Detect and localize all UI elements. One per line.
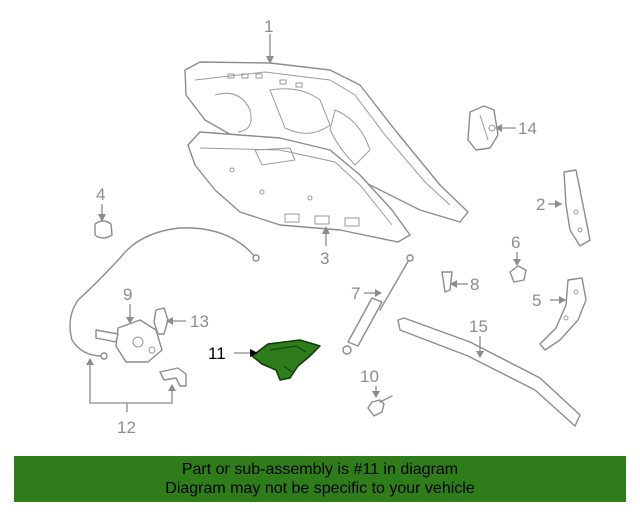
callout-3: 3 [320,249,329,268]
callout-9: 9 [123,285,132,304]
callout-12: 12 [117,418,136,437]
part-4-bumper [94,220,113,239]
callout-11-arrowhead [250,349,258,357]
banner-line-part: Part or sub-assembly is #11 in diagram [181,461,459,478]
part-15-seal [397,317,581,427]
callout-6: 6 [511,233,520,252]
callout-5: 5 [532,291,541,310]
part-2-support [563,169,591,247]
part-10-bolt [367,395,393,417]
part-3-hood-inner [187,131,411,243]
part-12-striker [159,367,187,387]
callout-4: 4 [96,185,105,204]
callout-10: 10 [360,367,379,386]
part-8-clip [441,271,453,293]
release-cable [69,227,260,360]
part-13-pin [153,307,169,335]
callout-1: 1 [264,17,273,36]
part-5-hinge [539,277,587,351]
callout-13: 13 [190,312,209,331]
callout-8: 8 [470,275,479,294]
callout-7: 7 [351,284,360,303]
banner-line-disclaimer: Diagram may not be specific to your vehi… [165,480,475,497]
part-9-latch [95,319,163,363]
info-banner: Part or sub-assembly is #11 in diagram D… [14,456,626,502]
callout-14: 14 [518,119,537,138]
part-6-bolt [509,265,527,283]
callout-11: 11 [208,344,226,363]
part-7-strut [342,254,414,355]
callout-2: 2 [536,195,545,214]
part-14-bracket [467,105,499,151]
callout-15: 15 [469,317,488,336]
part-1-hood-panel [184,61,469,223]
arrowheads [86,56,566,398]
part-11-release-handle[interactable] [251,339,321,381]
